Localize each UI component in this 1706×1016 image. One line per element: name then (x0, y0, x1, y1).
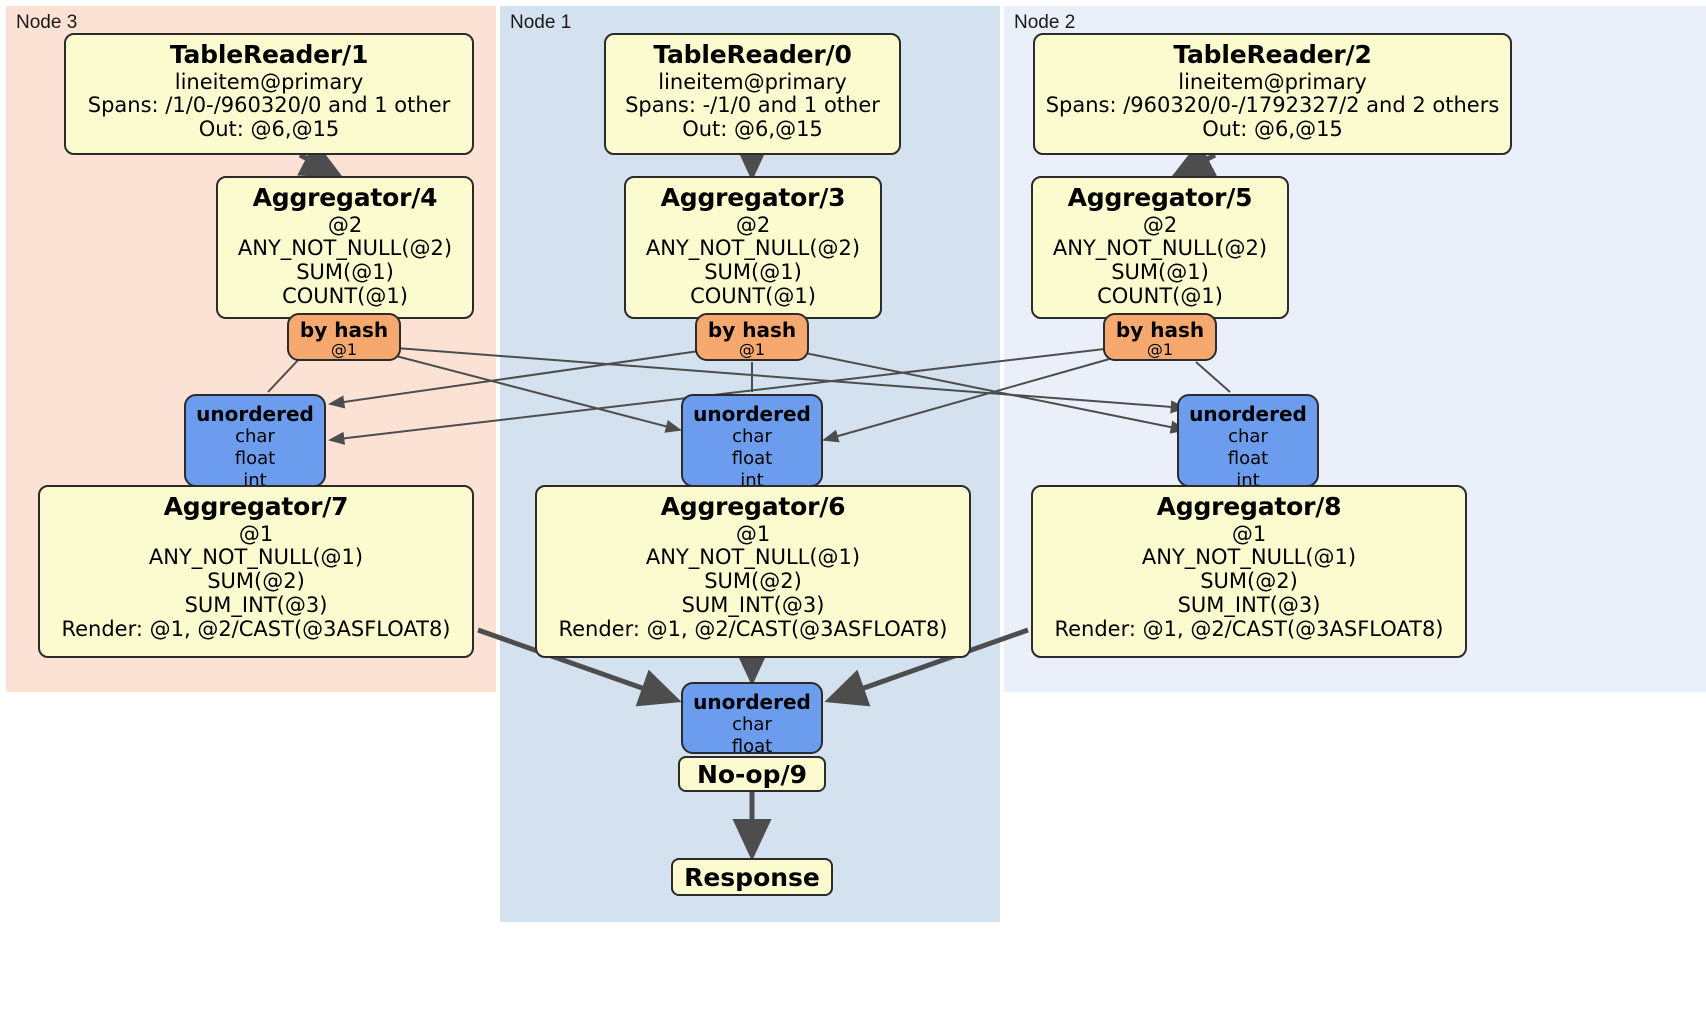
processor-line: SUM(@2) (1200, 569, 1298, 594)
synchronizer-line: float (234, 448, 276, 470)
router-by-hash-node1[interactable]: by hash @1 (695, 313, 809, 361)
processor-line: @2 (735, 212, 771, 237)
processor-title: Aggregator/5 (1067, 183, 1253, 212)
synchronizer-title: unordered (196, 402, 314, 426)
synchronizer-line: float (731, 448, 773, 470)
processor-response[interactable]: Response (671, 858, 833, 896)
processor-line: @2 (327, 212, 363, 237)
processor-table-reader-2[interactable]: TableReader/2 lineitem@primary Spans: /9… (1033, 33, 1512, 155)
processor-line: SUM(@1) (296, 260, 394, 285)
node-panel-label-node1: Node 1 (510, 12, 572, 33)
router-by-hash-node3[interactable]: by hash @1 (287, 313, 401, 361)
processor-table-reader-0[interactable]: TableReader/0 lineitem@primary Spans: -/… (604, 33, 901, 155)
node-panel-label-node3: Node 3 (16, 12, 78, 33)
processor-aggregator-3[interactable]: Aggregator/3 @2 ANY_NOT_NULL(@2) SUM(@1)… (624, 176, 882, 319)
processor-line: SUM_INT(@3) (1177, 593, 1321, 618)
synchronizer-title: unordered (693, 690, 811, 714)
processor-line: Out: @6,@15 (198, 117, 340, 142)
synchronizer-line: float (1227, 448, 1269, 470)
processor-line: COUNT(@1) (690, 284, 816, 309)
processor-title: TableReader/0 (653, 40, 852, 69)
processor-aggregator-4[interactable]: Aggregator/4 @2 ANY_NOT_NULL(@2) SUM(@1)… (216, 176, 474, 319)
processor-line: COUNT(@1) (282, 284, 408, 309)
synchronizer-line: char (732, 426, 772, 448)
router-title: by hash (299, 318, 389, 342)
processor-line: Out: @6,@15 (682, 117, 823, 142)
processor-line: ANY_NOT_NULL(@2) (237, 236, 453, 261)
synchronizer-title: unordered (693, 402, 811, 426)
synchronizer-title: unordered (1189, 402, 1307, 426)
synchronizer-line: float (731, 736, 773, 758)
synchronizer-unordered-node3[interactable]: unordered char float int (184, 394, 326, 491)
node-panel-label-node2: Node 2 (1014, 12, 1076, 33)
processor-line: lineitem@primary (658, 69, 847, 94)
synchronizer-unordered-node1[interactable]: unordered char float int (681, 394, 823, 491)
processor-line: SUM(@1) (1111, 260, 1209, 285)
synchronizer-line: char (732, 714, 772, 736)
router-by-hash-node2[interactable]: by hash @1 (1103, 313, 1217, 361)
processor-noop-9[interactable]: No-op/9 (678, 756, 826, 792)
router-title: by hash (707, 318, 797, 342)
router-line: @1 (330, 340, 358, 359)
synchronizer-unordered-final[interactable]: unordered char float (681, 682, 823, 757)
processor-line: @2 (1142, 212, 1178, 237)
processor-line: @1 (1231, 521, 1267, 546)
processor-aggregator-8[interactable]: Aggregator/8 @1 ANY_NOT_NULL(@1) SUM(@2)… (1031, 485, 1467, 658)
processor-line: Spans: /1/0-/960320/0 and 1 other (87, 93, 451, 118)
processor-line: lineitem@primary (1178, 69, 1367, 94)
processor-line: ANY_NOT_NULL(@2) (645, 236, 861, 261)
router-line: @1 (1146, 340, 1174, 359)
synchronizer-line: char (1228, 426, 1268, 448)
processor-title: TableReader/2 (1173, 40, 1372, 69)
processor-line: ANY_NOT_NULL(@1) (148, 545, 364, 570)
processor-line: ANY_NOT_NULL(@1) (645, 545, 861, 570)
synchronizer-line: char (235, 426, 275, 448)
processor-line: ANY_NOT_NULL(@2) (1052, 236, 1268, 261)
processor-line: SUM_INT(@3) (184, 593, 328, 618)
processor-line: Render: @1, @2/CAST(@3ASFLOAT8) (1054, 617, 1444, 642)
processor-line: @1 (735, 521, 771, 546)
processor-line: SUM(@2) (704, 569, 802, 594)
processor-title: Aggregator/6 (660, 492, 846, 521)
processor-title: Aggregator/3 (660, 183, 846, 212)
processor-title: Response (684, 862, 820, 892)
processor-aggregator-7[interactable]: Aggregator/7 @1 ANY_NOT_NULL(@1) SUM(@2)… (38, 485, 474, 658)
processor-line: Out: @6,@15 (1202, 117, 1343, 142)
processor-line: COUNT(@1) (1097, 284, 1223, 309)
processor-title: No-op/9 (696, 759, 808, 789)
processor-title: TableReader/1 (169, 40, 369, 69)
processor-line: lineitem@primary (174, 69, 364, 94)
processor-line: @1 (238, 521, 274, 546)
processor-line: Render: @1, @2/CAST(@3ASFLOAT8) (61, 617, 451, 642)
processor-aggregator-6[interactable]: Aggregator/6 @1 ANY_NOT_NULL(@1) SUM(@2)… (535, 485, 971, 658)
processor-line: Render: @1, @2/CAST(@3ASFLOAT8) (558, 617, 948, 642)
router-title: by hash (1115, 318, 1205, 342)
processor-line: ANY_NOT_NULL(@1) (1141, 545, 1357, 570)
processor-line: Spans: /960320/0-/1792327/2 and 2 others (1045, 93, 1500, 118)
processor-line: SUM(@2) (207, 569, 305, 594)
processor-title: Aggregator/8 (1156, 492, 1342, 521)
router-line: @1 (738, 340, 766, 359)
processor-title: Aggregator/7 (163, 492, 349, 521)
processor-line: SUM_INT(@3) (681, 593, 825, 618)
processor-table-reader-1[interactable]: TableReader/1 lineitem@primary Spans: /1… (64, 33, 474, 155)
synchronizer-unordered-node2[interactable]: unordered char float int (1177, 394, 1319, 491)
processor-title: Aggregator/4 (252, 183, 438, 212)
processor-line: Spans: -/1/0 and 1 other (625, 93, 880, 118)
processor-line: SUM(@1) (704, 260, 802, 285)
processor-aggregator-5[interactable]: Aggregator/5 @2 ANY_NOT_NULL(@2) SUM(@1)… (1031, 176, 1289, 319)
